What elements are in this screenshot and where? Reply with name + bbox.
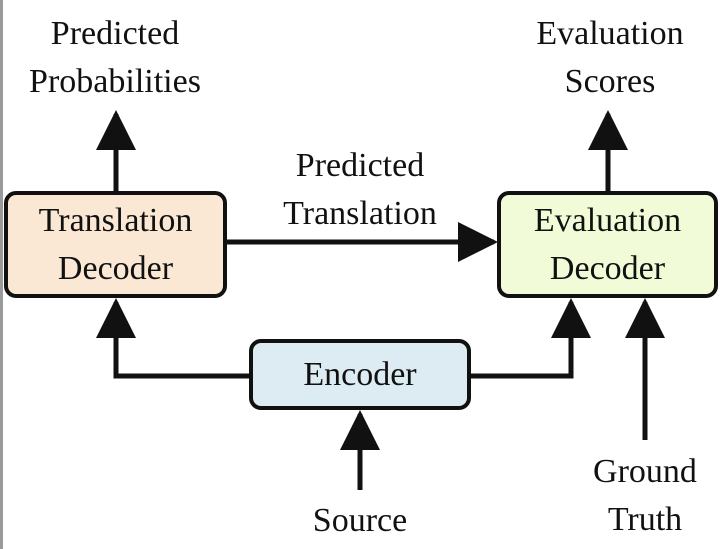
- evaluation-scores-line-1: Evaluation: [536, 15, 684, 52]
- encoder-label: Encoder: [303, 355, 417, 393]
- arrow-encoder-to-translation: [96, 297, 249, 379]
- predicted-probabilities-line-1: Predicted: [50, 15, 180, 52]
- evaluation-decoder-box: Evaluation Decoder: [497, 191, 718, 298]
- translation-decoder-line-2: Decoder: [57, 249, 174, 287]
- left-edge-line: [0, 0, 3, 549]
- ground-truth-line-1: Ground: [593, 453, 697, 490]
- evaluation-scores-label: Evaluation Scores: [510, 10, 710, 106]
- source-label: Source: [312, 502, 408, 539]
- predicted-translation-line-2: Translation: [283, 195, 437, 232]
- translation-decoder-box: Translation Decoder: [4, 191, 227, 298]
- evaluation-scores-line-2: Scores: [564, 63, 656, 100]
- predicted-probabilities-line-2: Probabilities: [29, 63, 201, 100]
- evaluation-decoder-line-1: Evaluation: [533, 201, 682, 239]
- translation-decoder-line-1: Translation: [38, 201, 193, 239]
- ground-truth-line-2: Truth: [607, 501, 683, 538]
- encoder-box: Encoder: [249, 339, 471, 410]
- ground-truth-label: Ground Truth: [565, 448, 720, 544]
- evaluation-decoder-line-2: Decoder: [549, 249, 666, 287]
- predicted-translation-line-1: Predicted: [295, 147, 425, 184]
- predicted-probabilities-label: Predicted Probabilities: [15, 10, 215, 106]
- arrow-encoder-to-evaluation: [471, 297, 591, 379]
- predicted-translation-label: Predicted Translation: [260, 142, 460, 238]
